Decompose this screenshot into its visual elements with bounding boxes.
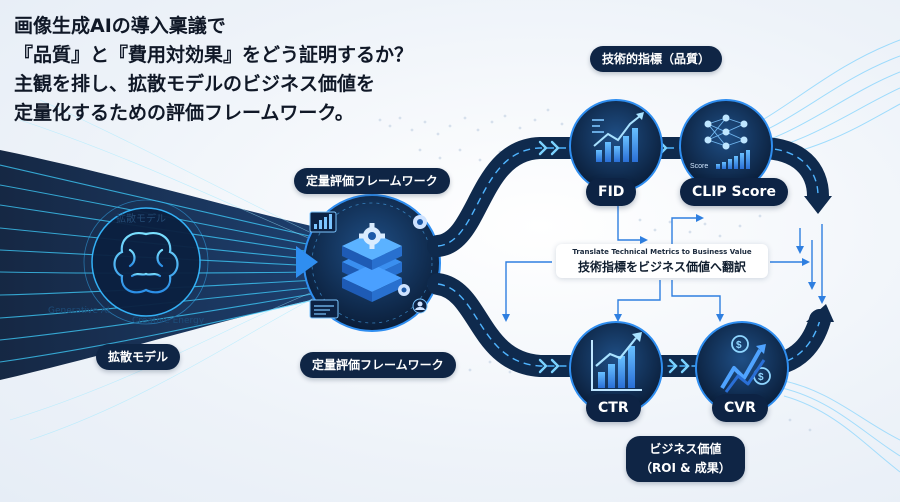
svg-text:$: $ — [758, 372, 764, 383]
headline-line-1: 画像生成AIの導入稟議で — [14, 15, 226, 37]
svg-text:$: $ — [736, 340, 742, 351]
coin-growth-icon: $ $ — [720, 335, 771, 393]
gear-small-icon — [398, 215, 427, 296]
growth-chart-icon — [591, 332, 642, 391]
headline-line-3: 主観を排し、拡散モデルのビジネス価値を — [14, 73, 376, 95]
neural-network-icon: Score — [690, 114, 750, 170]
headline-line-2: 『品質』と『費用対効果』をどう証明するか？ — [14, 44, 414, 66]
translate-banner: Translate Technical Metrics to Business … — [556, 244, 768, 278]
business-value-header-line-1: ビジネス価値 — [649, 442, 722, 456]
generative-ai-label: Generative AI — [48, 306, 110, 316]
fid-chart-icon — [592, 112, 644, 162]
ctr-node — [569, 321, 663, 415]
flow-path-upper — [427, 137, 832, 257]
server-stack-icon — [342, 232, 402, 302]
headline: 画像生成AIの導入稟議で 『品質』と『費用対効果』をどう証明するか？ 主観を排し… — [14, 12, 413, 128]
gear-icon — [359, 223, 385, 249]
headline-line-4: 定量化するための評価フレームワーク。 — [14, 102, 354, 124]
business-value-header: ビジネス価値 （ROI & 成果） — [626, 436, 745, 482]
business-value-header-line-2: （ROI & 成果） — [640, 461, 731, 475]
creative-energy-label: Creative Energy — [132, 316, 205, 326]
bar-chart-mini-icon — [309, 211, 337, 233]
input-arrow — [296, 246, 318, 278]
clip-score-sublabel: Score — [690, 163, 708, 170]
fid-label: FID — [586, 178, 637, 206]
ctr-label: CTR — [586, 394, 641, 422]
fid-node — [569, 99, 663, 193]
technical-metrics-header: 技術的指標（品質） — [590, 46, 723, 72]
cvr-label: CVR — [712, 394, 768, 422]
translate-banner-en: Translate Technical Metrics to Business … — [572, 248, 752, 256]
flow-path-lower — [427, 273, 834, 377]
diffusion-model-caption: 拡散モデル — [116, 214, 166, 225]
flow-chevrons — [538, 140, 690, 374]
brain-icon — [113, 232, 179, 294]
user-icon — [412, 298, 428, 314]
diffusion-model-node — [83, 199, 209, 325]
framework-label-bottom: 定量評価フレームワーク — [300, 352, 456, 378]
dashboard-mini-icon — [309, 299, 339, 319]
clip-score-label: CLIP Score — [680, 178, 788, 206]
framework-label-top: 定量評価フレームワーク — [294, 168, 450, 194]
translate-banner-jp: 技術指標をビジネス価値へ翻訳 — [577, 260, 746, 274]
translation-arrows — [502, 186, 826, 322]
framework-hub-node — [303, 194, 441, 332]
light-streaks-bottom-right — [779, 379, 900, 473]
diffusion-model-pill: 拡散モデル — [96, 344, 181, 370]
